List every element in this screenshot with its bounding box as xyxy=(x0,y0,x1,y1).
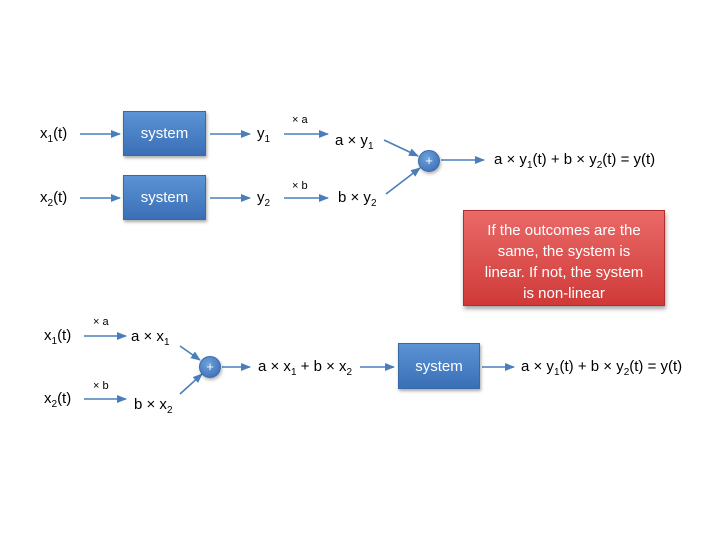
top-system-block-2: system xyxy=(123,175,206,220)
bottom-input-x2: x2(t) xyxy=(44,390,72,410)
arrow-by2-to-adder xyxy=(385,167,421,195)
top-input-x1: x1(t) xyxy=(40,125,68,145)
top-scale-a-label: × a xyxy=(292,114,308,126)
bottom-scale-a-label: × a xyxy=(93,316,109,328)
top-scaled-a-y1: a × y1 xyxy=(335,132,374,152)
top-input-x2: x2(t) xyxy=(40,189,68,209)
bottom-system-block: system xyxy=(398,343,480,389)
bottom-scaled-b-x2: b × x2 xyxy=(134,396,173,416)
arrow-ay1-to-adder xyxy=(383,139,419,157)
top-system-block-1: system xyxy=(123,111,206,156)
top-adder-node: + xyxy=(418,150,440,172)
top-scale-b-label: × b xyxy=(292,180,308,192)
arrow-bx2-to-adder xyxy=(179,373,203,395)
top-output-y1: y1 xyxy=(257,125,271,145)
bottom-input-x1: x1(t) xyxy=(44,327,72,347)
arrow-ax1-to-adder xyxy=(179,345,201,361)
bottom-adder-node: + xyxy=(199,356,221,378)
bottom-scaled-a-x1: a × x1 xyxy=(131,328,170,348)
top-scaled-b-y2: b × y2 xyxy=(338,189,377,209)
bottom-result-expression: a × y1(t) + b × y2(t) = y(t) xyxy=(521,358,683,378)
bottom-scale-b-label: × b xyxy=(93,380,109,392)
bottom-sum-expression: a × x1 + b × x2 xyxy=(258,358,353,378)
linearity-note: If the outcomes are the same, the system… xyxy=(463,210,665,306)
top-output-y2: y2 xyxy=(257,189,271,209)
top-result-expression: a × y1(t) + b × y2(t) = y(t) xyxy=(494,151,656,171)
